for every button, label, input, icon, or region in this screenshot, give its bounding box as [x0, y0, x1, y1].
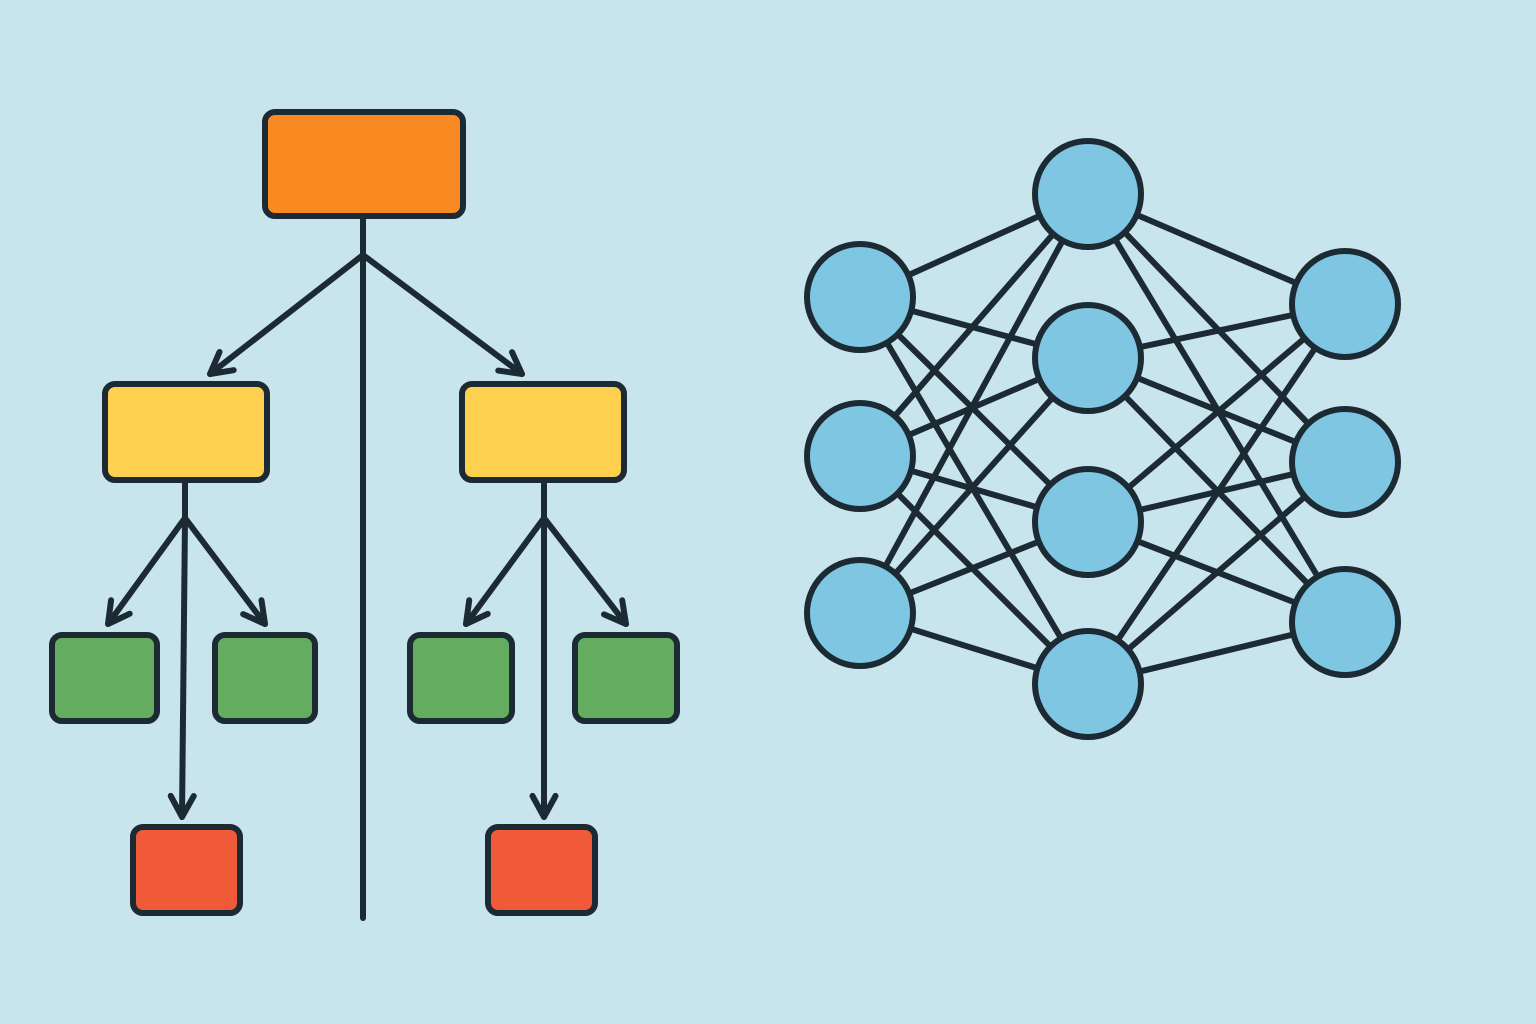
neuron-l1-n1 [1032, 302, 1144, 414]
arrowhead-leaf-lr [240, 597, 268, 627]
neuron-l2-n2 [1289, 566, 1401, 678]
connection-l1n3-l2n0 [1085, 301, 1348, 687]
node-l1-right [459, 381, 627, 483]
node-leaf-rl [407, 632, 515, 724]
node-leaf-ll [49, 632, 160, 724]
arrowhead-leaf-rr [601, 597, 629, 627]
neuron-l0-n1 [804, 400, 916, 512]
neuron-l1-n2 [1032, 466, 1144, 578]
edge-root-l1-left [207, 252, 366, 377]
arrowhead-l1-right [495, 349, 525, 377]
connection-l0n2-l1n1 [857, 355, 1091, 616]
neuron-l1-n3 [1032, 628, 1144, 740]
neuron-l2-n0 [1289, 248, 1401, 360]
neuron-l0-n0 [804, 241, 916, 353]
connection-l0n1-l1n0 [857, 191, 1091, 459]
arrowhead-term-left [167, 792, 197, 820]
arrowhead-leaf-ll [105, 597, 133, 627]
edge-root-l1-right [360, 252, 525, 377]
edge-l1-left-term-left [179, 515, 188, 820]
arrowhead-leaf-rl [463, 597, 491, 627]
neuron-l2-n1 [1289, 406, 1401, 518]
arrowhead-l1-left [207, 348, 237, 377]
neuron-l1-n0 [1032, 138, 1144, 250]
node-leaf-lr [212, 632, 318, 724]
connection-l0n2-l1n0 [857, 191, 1091, 616]
neural-network [804, 138, 1401, 740]
flowchart-tree [49, 109, 680, 921]
node-root [262, 109, 466, 219]
edge-l1-left-leaf-lr [182, 515, 268, 627]
connection-l1n3-l2n1 [1085, 459, 1348, 687]
connection-l1n2-l2n0 [1085, 301, 1348, 525]
node-term-left [130, 824, 243, 916]
edge-l1-left-leaf-ll [105, 515, 188, 627]
edge-l1-right-leaf-rr [541, 515, 629, 627]
neuron-l0-n2 [804, 557, 916, 669]
node-leaf-rr [572, 632, 680, 724]
node-term-right [485, 824, 598, 916]
arrowhead-term-right [529, 792, 559, 820]
node-l1-left [102, 381, 270, 483]
edge-l1-right-leaf-rl [463, 515, 547, 627]
